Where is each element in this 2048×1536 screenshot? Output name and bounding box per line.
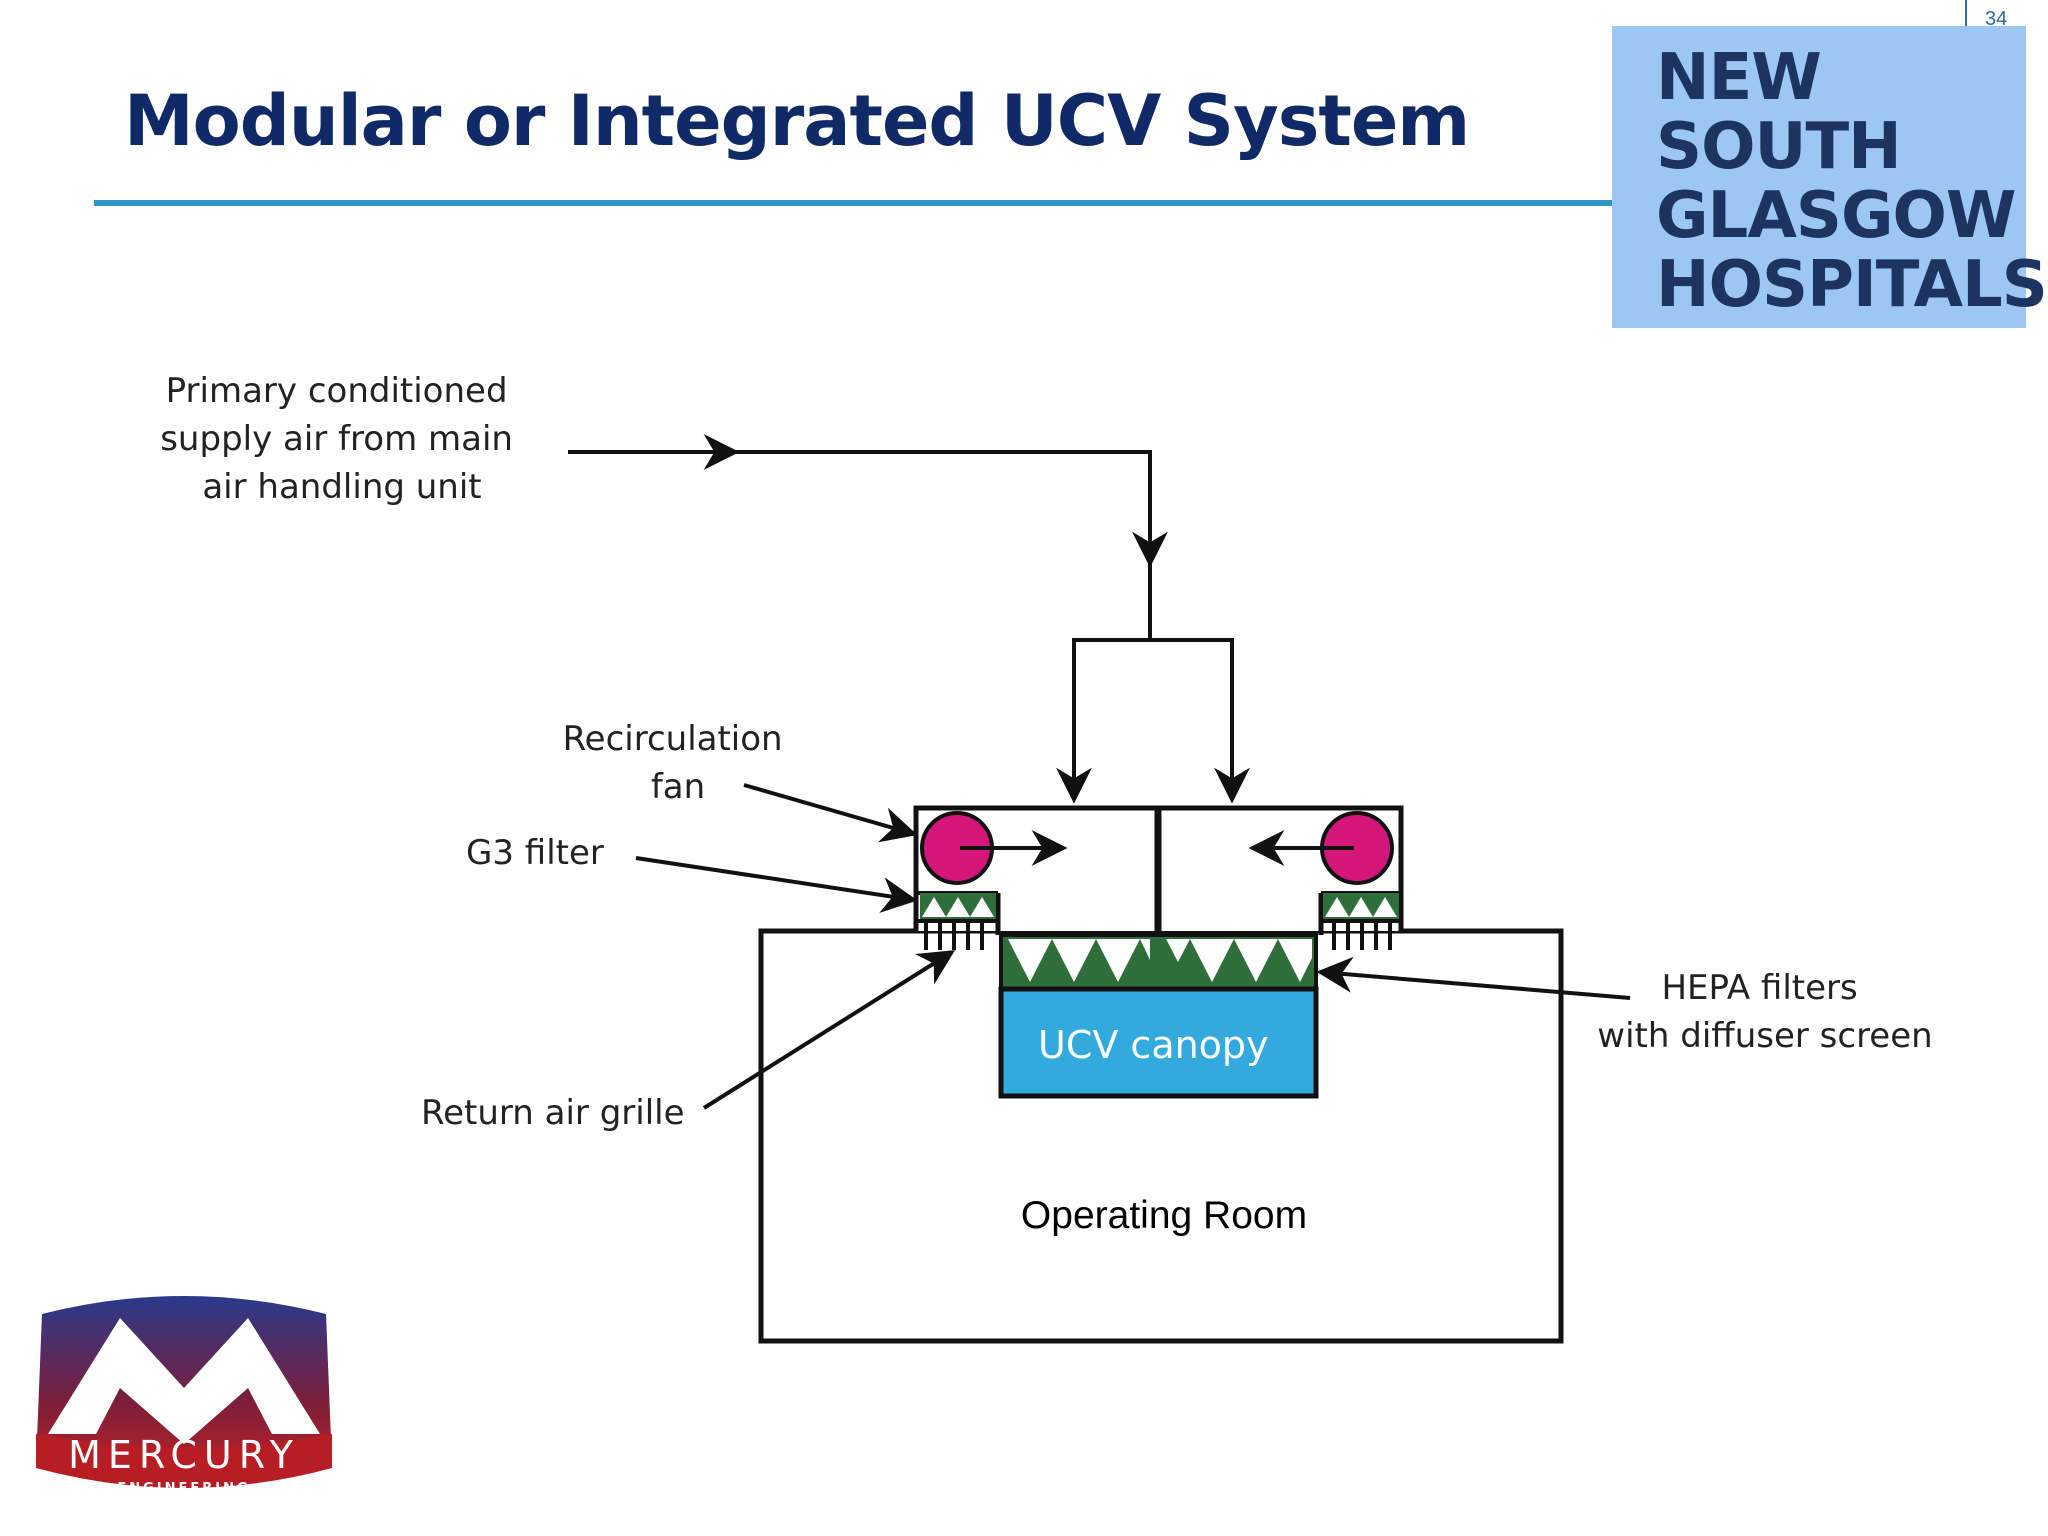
- return-grille-label: Return air grille: [421, 1093, 685, 1133]
- nsgh-logo-line-1: NEW: [1656, 41, 1822, 115]
- hepa-filter-left-pleats: [1008, 939, 1150, 982]
- return-air-grille-left: [916, 919, 998, 950]
- g3-filter-label: G3 filter: [466, 833, 604, 873]
- recirc-fan-leader: [743, 783, 918, 843]
- g3-filter-right-pleats: [1325, 897, 1397, 917]
- mercury-engineering-logo: MERCURY ENGINEERING: [36, 1296, 332, 1496]
- primary-air-label: Primary conditioned supply air from main…: [160, 371, 524, 507]
- recirc-fan-label-line-2: fan: [651, 767, 705, 807]
- primary-air-label-line-1: Primary conditioned: [166, 371, 508, 411]
- hepa-filter-right-pleats: [1166, 939, 1312, 982]
- title-rule: [94, 200, 1614, 206]
- primary-air-branch: [1072, 638, 1234, 800]
- mercury-tagline: ENGINEERING: [117, 1481, 250, 1496]
- return-grille-leader: [702, 950, 956, 1110]
- recirc-fan-label-line-1: Recirculation: [563, 719, 783, 759]
- g3-filter-leader: [635, 856, 918, 913]
- recirc-fan-label: Recirculation fan: [563, 719, 794, 807]
- mercury-m-mark: [48, 1318, 320, 1444]
- page-number: 34: [1985, 8, 2008, 30]
- return-air-grille-right: [1321, 919, 1401, 950]
- hepa-label: HEPA filters with diffuser screen: [1597, 968, 1932, 1056]
- hepa-label-line-2: with diffuser screen: [1597, 1016, 1932, 1056]
- primary-air-label-line-2: supply air from main: [160, 419, 513, 459]
- nsgh-logo-line-4: HOSPITALS: [1656, 248, 2048, 322]
- hepa-leader: [1316, 956, 1631, 1000]
- nsgh-logo: NEW SOUTH GLASGOW HOSPITALS: [1612, 26, 2048, 328]
- g3-filter-left-pleats: [922, 897, 994, 917]
- primary-air-label-line-3: air handling unit: [202, 467, 481, 507]
- hepa-label-line-1: HEPA filters: [1661, 968, 1857, 1008]
- primary-air-duct: [720, 450, 1152, 640]
- nsgh-logo-line-2: SOUTH: [1656, 110, 1902, 184]
- ucv-canopy: [998, 986, 1319, 1099]
- slide-title: Modular or Integrated UCV System: [124, 80, 1470, 162]
- page-number-tick: [1965, 0, 1967, 26]
- nsgh-logo-line-3: GLASGOW: [1656, 179, 2016, 253]
- operating-room-label: Operating Room: [1021, 1194, 1307, 1237]
- mercury-logo-band: [36, 1434, 332, 1488]
- mercury-name: MERCURY: [68, 1433, 300, 1477]
- ucv-canopy-label: UCV canopy: [1038, 1023, 1269, 1067]
